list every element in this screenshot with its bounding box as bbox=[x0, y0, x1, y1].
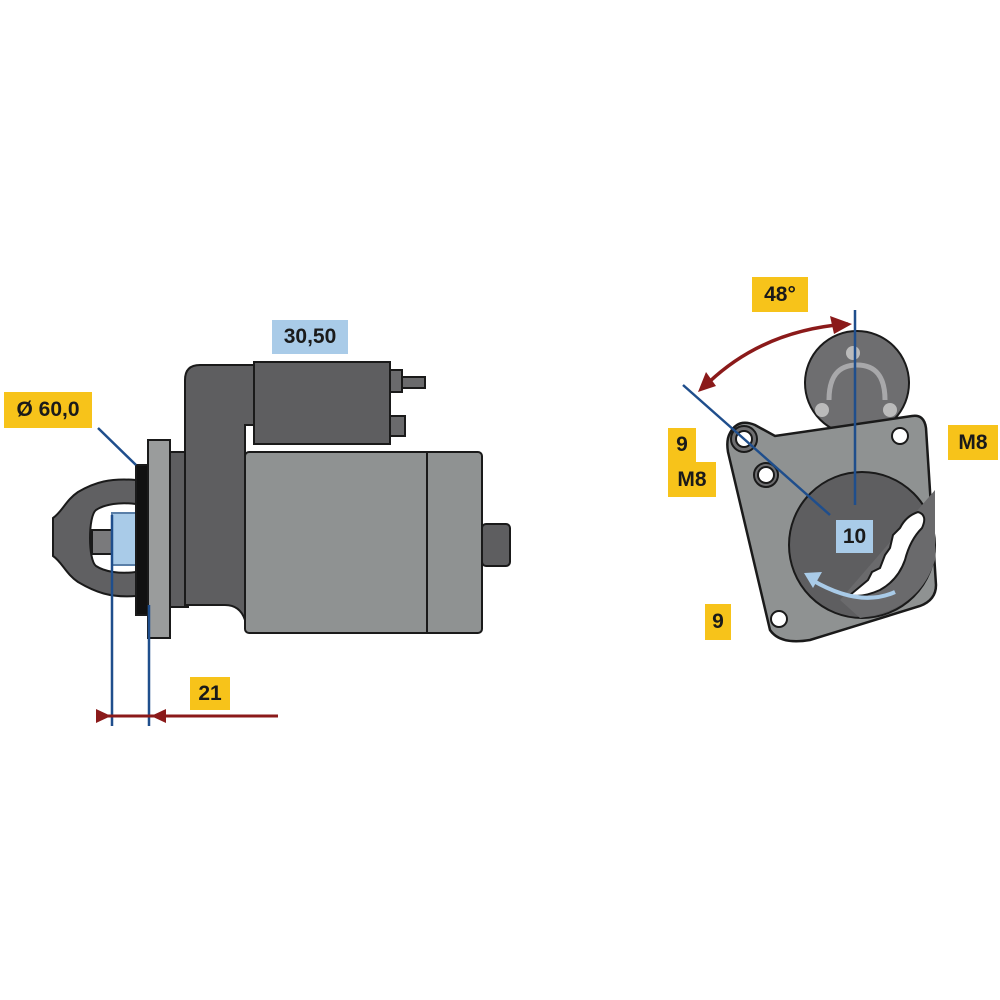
mounting-flange bbox=[147, 439, 171, 639]
front-view bbox=[726, 330, 938, 643]
cap-screw bbox=[846, 346, 860, 360]
teeth-label: 10 bbox=[836, 520, 873, 553]
motor-body bbox=[244, 451, 483, 634]
mount-hole bbox=[770, 610, 788, 628]
rotation-arrow bbox=[810, 578, 896, 600]
solenoid-bracket bbox=[184, 364, 256, 621]
front-dimensions bbox=[682, 310, 857, 516]
solenoid bbox=[253, 361, 391, 445]
cap-screw bbox=[815, 403, 829, 417]
mount-hole bbox=[757, 466, 775, 484]
side-dimensions bbox=[96, 427, 278, 726]
arrowhead-right bbox=[96, 709, 111, 723]
angle-label: 48° bbox=[752, 277, 808, 312]
rotation-arrowhead bbox=[804, 572, 822, 588]
terminal-lower bbox=[389, 415, 406, 437]
thread-label-left: M8 bbox=[668, 462, 716, 497]
drive-shaft bbox=[91, 529, 115, 555]
angle-arc bbox=[701, 322, 849, 390]
angle-arrowhead-left bbox=[698, 372, 716, 392]
thread-label-right: M8 bbox=[948, 425, 998, 460]
pinion-teeth bbox=[847, 510, 926, 597]
hole-size-label-bottom: 9 bbox=[705, 604, 731, 640]
diameter-label: Ø 60,0 bbox=[4, 392, 92, 428]
arrowhead-left bbox=[151, 709, 166, 723]
angled-axis-line bbox=[682, 384, 831, 516]
end-shaft bbox=[481, 523, 511, 567]
terminal-upper bbox=[389, 369, 403, 393]
terminal-label: 30,50 bbox=[272, 320, 348, 354]
cap-bracket bbox=[826, 362, 888, 401]
mount-hole bbox=[891, 427, 909, 445]
hole-size-label-left: 9 bbox=[668, 428, 696, 462]
cap-screw bbox=[883, 403, 897, 417]
side-view bbox=[52, 361, 511, 639]
nose-housing bbox=[52, 478, 137, 598]
offset-label: 21 bbox=[190, 677, 230, 710]
pinion bbox=[111, 512, 137, 566]
seal-ring bbox=[135, 464, 149, 616]
terminal-pin bbox=[401, 376, 426, 389]
diameter-leader bbox=[97, 427, 137, 466]
angle-arrowhead-right bbox=[830, 316, 852, 334]
